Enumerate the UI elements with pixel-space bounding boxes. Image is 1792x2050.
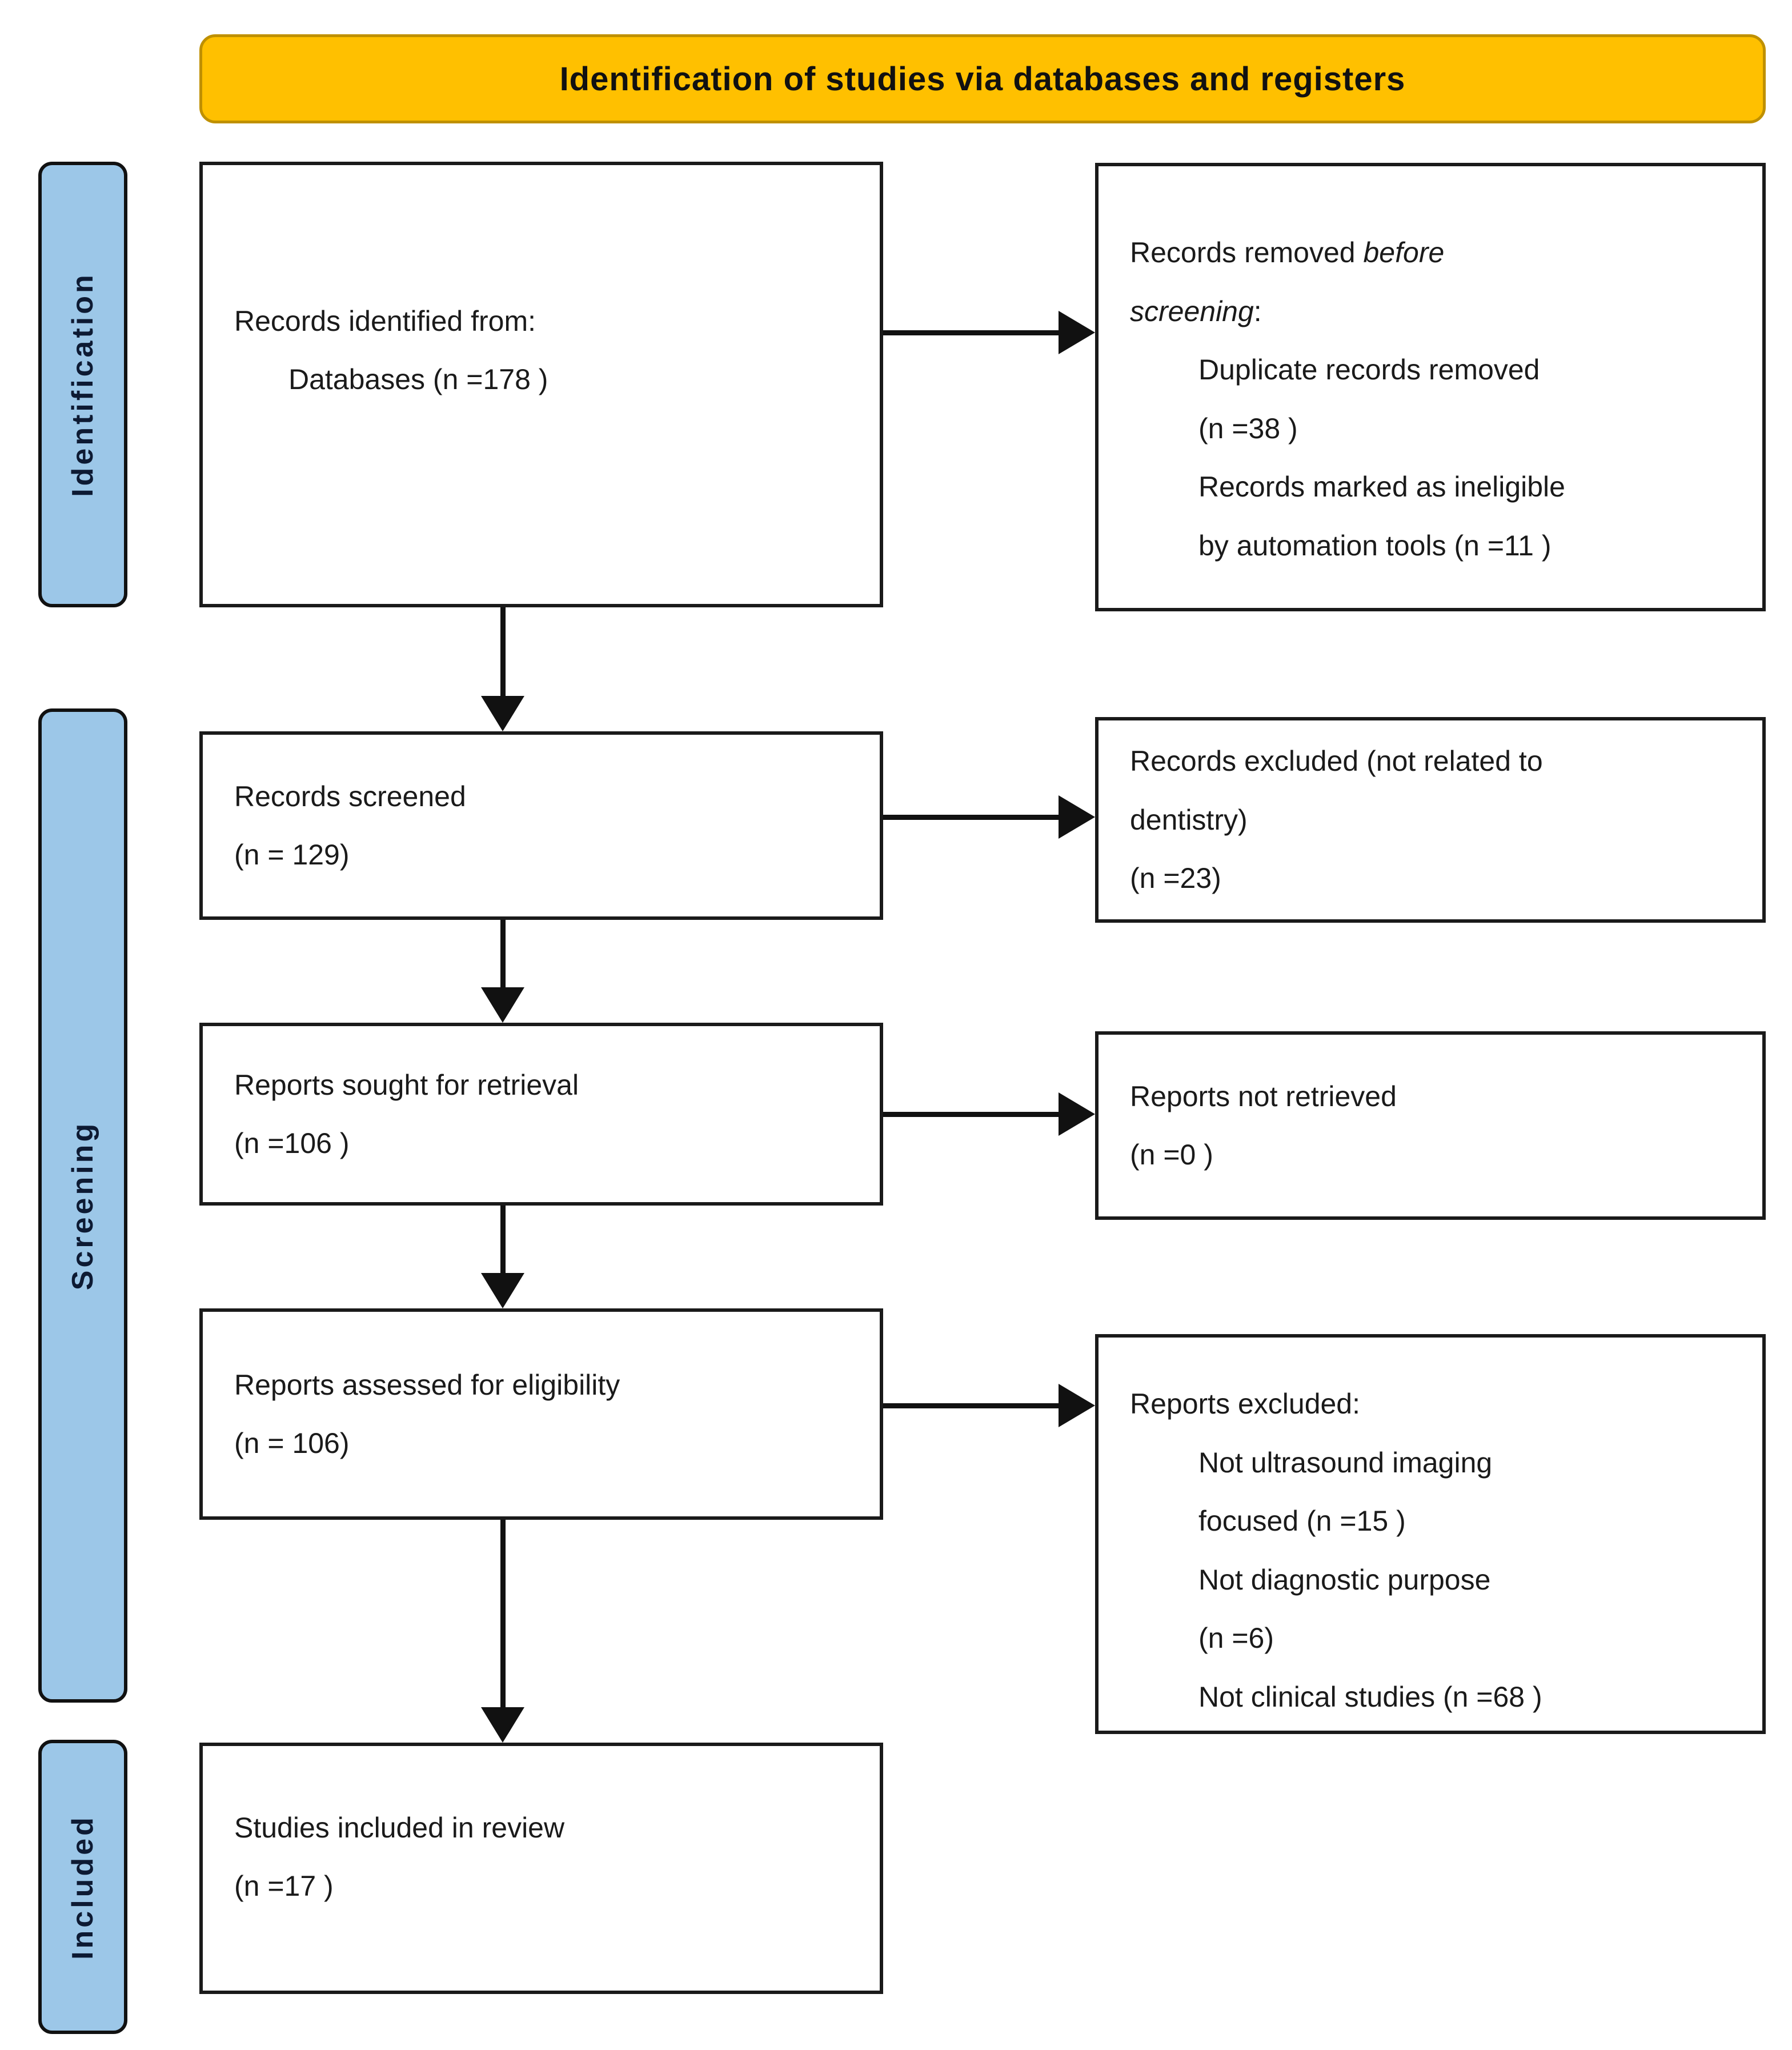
reports-excluded-title: Reports excluded: — [1130, 1388, 1361, 1420]
stage-included: Included — [38, 1740, 127, 2034]
records-removed-intro-normal: Records removed — [1130, 237, 1364, 269]
header-title: Identification of studies via databases … — [559, 60, 1406, 98]
box-records-screened: Records screened (n = 129) — [199, 731, 883, 920]
studies-included-text: Studies included in review (n =17 ) — [234, 1811, 565, 1903]
records-excluded-text: Records excluded (not related to dentist… — [1130, 745, 1543, 895]
records-identified-line1: Records identified from: — [234, 305, 536, 337]
box-studies-included: Studies included in review (n =17 ) — [199, 1743, 883, 1994]
box-records-removed: Records removed before screening: Duplic… — [1095, 163, 1766, 611]
stage-screening-label: Screening — [66, 1120, 100, 1291]
header-banner: Identification of studies via databases … — [199, 34, 1766, 123]
stage-screening: Screening — [38, 708, 127, 1703]
stage-included-label: Included — [66, 1814, 100, 1960]
records-screened-text: Records screened (n = 129) — [234, 780, 466, 871]
box-reports-not-retrieved: Reports not retrieved (n =0 ) — [1095, 1031, 1766, 1220]
reports-sought-text: Reports sought for retrieval (n =106 ) — [234, 1068, 579, 1160]
stage-identification-label: Identification — [66, 272, 99, 497]
records-removed-intro-suffix: : — [1253, 295, 1262, 327]
box-reports-assessed: Reports assessed for eligibility (n = 10… — [199, 1308, 883, 1520]
reports-assessed-text: Reports assessed for eligibility (n = 10… — [234, 1368, 620, 1460]
records-removed-intro: Records removed before screening: — [1130, 223, 1745, 341]
box-records-identified: Records identified from: Databases (n =1… — [199, 162, 883, 607]
stage-identification: Identification — [38, 162, 127, 607]
records-removed-items: Duplicate records removed (n =38 ) Recor… — [1198, 354, 1565, 562]
box-reports-sought: Reports sought for retrieval (n =106 ) — [199, 1023, 883, 1206]
reports-not-retrieved-text: Reports not retrieved (n =0 ) — [1130, 1080, 1397, 1171]
box-reports-excluded: Reports excluded: Not ultrasound imaging… — [1095, 1334, 1766, 1734]
box-records-excluded: Records excluded (not related to dentist… — [1095, 717, 1766, 923]
records-removed-intro-italic: before screening — [1130, 237, 1445, 327]
reports-excluded-items: Not ultrasound imaging focused (n =15 ) … — [1198, 1446, 1542, 1713]
records-identified-line2: Databases (n =178 ) — [288, 363, 548, 395]
